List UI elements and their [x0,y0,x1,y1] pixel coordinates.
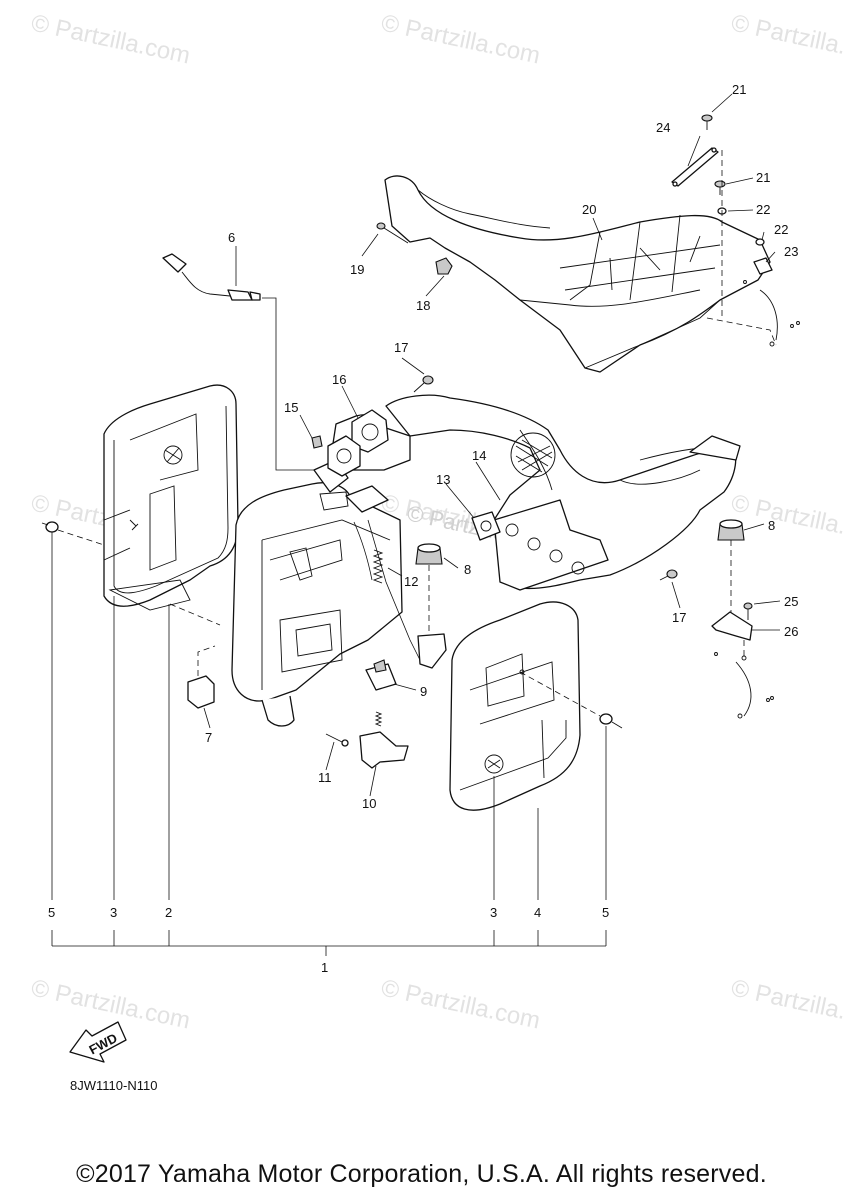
clamp-part-7 [187,675,215,709]
grommet-part-5-left [41,521,59,533]
copyright-notice: ©2017 Yamaha Motor Corporation, U.S.A. A… [76,1160,767,1188]
callout-21-lower: 21 [756,170,770,185]
callout-6: 6 [228,230,235,245]
callout-18: 18 [416,298,430,313]
callout-20: 20 [582,202,596,217]
muffler-body [231,482,403,727]
watermark-text: © Partzilla.com [29,9,193,69]
callout-22-upper: 22 [756,202,770,217]
nut-part-23 [753,257,773,275]
callout-5-right: 5 [602,905,609,920]
callout-2: 2 [165,905,172,920]
callout-5-left: 5 [48,905,55,920]
callout-26: 26 [784,624,798,639]
bolt-part-25 [743,602,753,620]
muffler-cover-part-4 [449,601,581,811]
watermark-text: © Partzilla.com [729,974,843,1034]
spring-part-12 [372,549,384,584]
callout-11: 11 [318,770,332,785]
watermark-text: © Partzilla.com [379,9,543,69]
callout-19: 19 [350,262,364,277]
callout-15: 15 [284,400,298,415]
damper-part-8-right [717,519,745,541]
callout-7: 7 [205,730,212,745]
callout-9: 9 [420,684,427,699]
callout-1: 1 [321,960,328,975]
bolt-part-21-upper [701,114,713,130]
bolt-part-17-upper [413,375,434,393]
stay-part-24 [671,147,719,187]
heat-shield-part-20 [384,175,771,373]
callout-4: 4 [534,905,541,920]
grommet-part-5-right [599,713,623,729]
callout-24: 24 [656,120,670,135]
callout-leaders [203,93,781,797]
bracket-part-9 [365,659,397,691]
bolt-part-19 [376,222,409,244]
bolt-part-21-lower [714,180,726,195]
muffler-cover-part-2 [103,384,239,611]
callout-16: 16 [332,372,346,387]
bolt-part-11 [325,733,349,747]
callout-8-center: 8 [464,562,471,577]
callout-10: 10 [362,796,376,811]
callout-25: 25 [784,594,798,609]
washer-part-22-lower [755,238,765,246]
callout-3-right: 3 [490,905,497,920]
bracket-center [417,633,447,669]
bolt-part-17-lower [659,569,678,581]
callout-labels: 1 2 3 3 4 5 5 6 7 8 8 9 10 11 12 13 14 1… [48,82,798,975]
nut-part-18 [435,257,453,275]
o2-sensor-part-6 [162,253,261,301]
callout-21-upper: 21 [732,82,746,97]
gasket-part-13 [471,511,501,541]
assembly-tree-lines [51,532,607,956]
bolt-part-15 [311,435,323,449]
gasket-near-part-15 [327,435,361,477]
callout-13: 13 [436,472,450,487]
callout-14: 14 [472,448,486,463]
callout-17-lower: 17 [672,610,686,625]
watermark-text: © Partzilla.com [729,489,843,549]
bracket-part-10 [359,711,409,769]
callout-23: 23 [784,244,798,259]
callout-22-lower: 22 [774,222,788,237]
damper-part-8-center [415,543,443,565]
bracket-part-26 [711,611,753,661]
callout-17-upper: 17 [394,340,408,355]
fwd-label: FWD [87,1030,120,1057]
forward-arrow-icon: FWD [69,1021,127,1063]
callout-12: 12 [404,574,418,589]
watermark-text: © Partzilla.com [729,9,843,69]
diagram-code: 8JW1110-N110 [70,1078,158,1093]
callout-8-right: 8 [768,518,775,533]
exhaust-manifold-part-14 [385,394,741,591]
watermark-text: © Partzilla.com [379,974,543,1034]
callout-3-left: 3 [110,905,117,920]
